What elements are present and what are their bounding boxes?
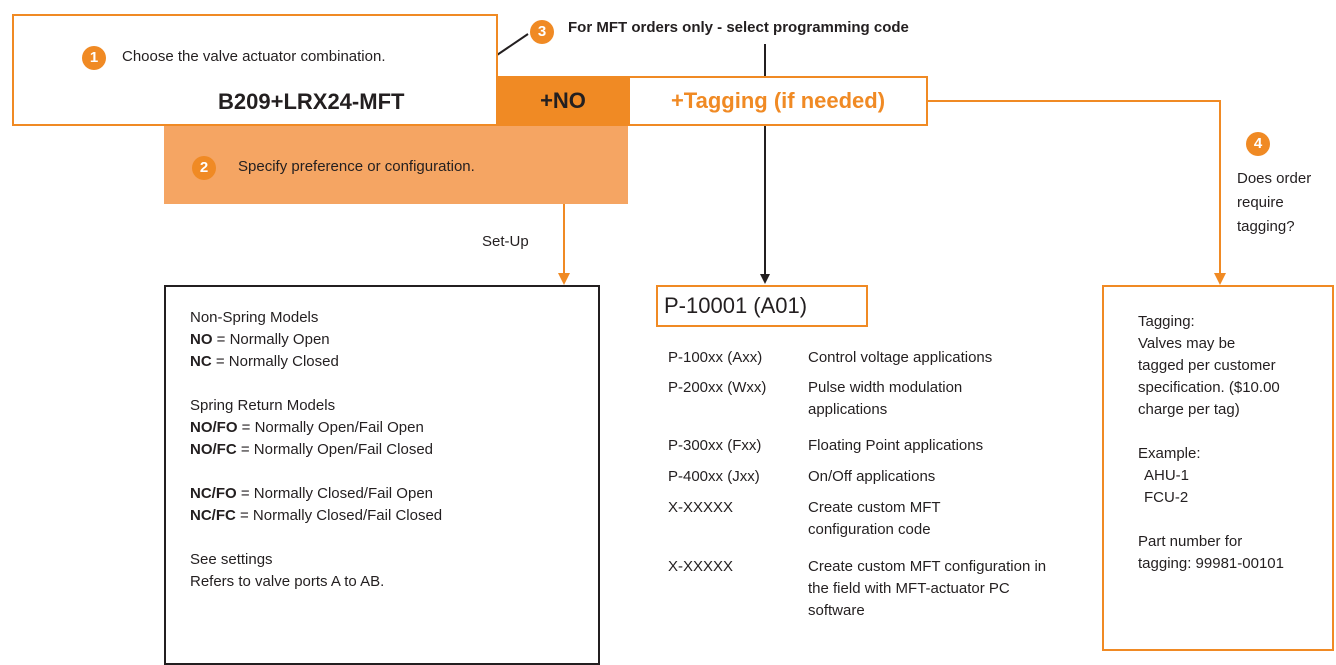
tagging-cell — [628, 76, 928, 126]
step3-text: For MFT orders only - select programming… — [568, 19, 909, 36]
step4-line-1: Does order — [1237, 170, 1312, 187]
setup-label: Set-Up — [482, 233, 529, 250]
step4-line-3: tagging? — [1237, 218, 1295, 235]
no-code-cell — [498, 76, 628, 126]
example-item: AHU-1 — [1144, 467, 1190, 484]
tagging-line: Tagging: — [1138, 313, 1195, 330]
option-row: NO/FO = Normally Open/Fail Open — [190, 419, 424, 436]
step1-box — [12, 14, 498, 126]
option-row: NO/FC = Normally Open/Fail Closed — [190, 441, 433, 458]
tagging-line: Valves may be — [1138, 335, 1236, 352]
option-row: NO = Normally Open — [190, 331, 330, 348]
programming-code: P-10001 (A01) — [664, 293, 808, 318]
option-row: NC = Normally Closed — [190, 353, 339, 370]
tagging-label: +Tagging (if needed) — [670, 88, 886, 113]
step1-text: Choose the valve actuator combination. — [122, 48, 386, 65]
nonspring-title: Non-Spring Models — [190, 309, 319, 326]
see-settings: See settings — [190, 551, 273, 568]
tagging-line: charge per tag) — [1138, 401, 1240, 418]
step1-badge: 1 — [82, 46, 106, 70]
no-code-label: +NO — [540, 88, 586, 113]
step2-badge: 2 — [192, 156, 216, 180]
option-row: NC/FO = Normally Closed/Fail Open — [190, 485, 433, 502]
part-number-line: tagging: 99981-00101 — [1138, 555, 1284, 572]
step4-line-2: require — [1237, 194, 1284, 211]
step2-text: Specify preference or configuration. — [238, 158, 475, 175]
tagging-info-box: Tagging: Valves may be tagged per custom… — [1102, 285, 1334, 651]
option-row: NC/FC = Normally Closed/Fail Closed — [190, 507, 443, 524]
tagging-line: tagged per customer — [1138, 357, 1276, 374]
example-item: FCU-2 — [1144, 489, 1189, 506]
programming-code-box — [656, 285, 868, 327]
setup-options-box: Non-Spring Models NO = Normally Open NC … — [164, 285, 600, 665]
step4-badge: 4 — [1246, 132, 1270, 156]
example-label: Example: — [1138, 445, 1201, 462]
tagging-arrow — [928, 100, 1226, 285]
product-code: B209+LRX24-MFT — [218, 89, 405, 114]
part-number-line: Part number for — [1138, 533, 1243, 550]
step3-badge: 3 — [530, 20, 554, 44]
ports-note: Refers to valve ports A to AB. — [190, 573, 385, 590]
tagging-line: specification. ($10.00 — [1138, 379, 1280, 396]
spring-title: Spring Return Models — [190, 397, 336, 414]
